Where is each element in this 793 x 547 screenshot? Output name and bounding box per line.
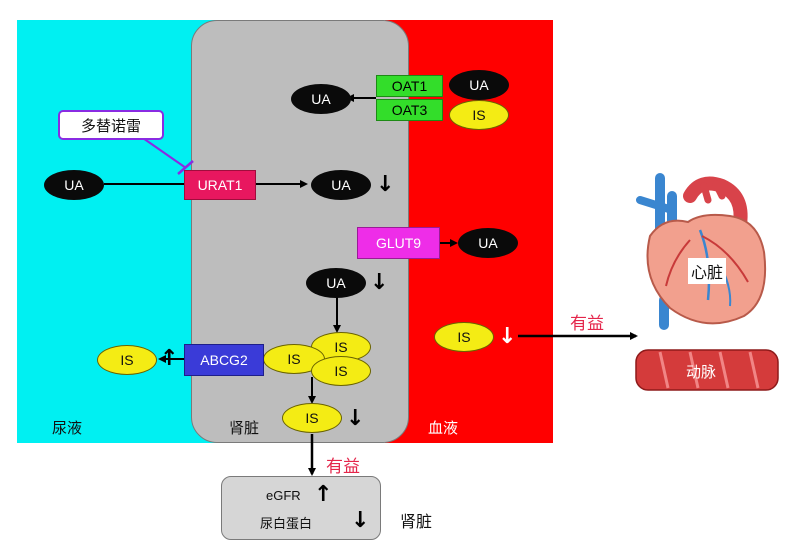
blood-is-top: IS bbox=[449, 100, 509, 130]
blood-is-decrease-icon: ↓ bbox=[498, 324, 517, 349]
proteinuria-decrease-icon: ↓ bbox=[351, 508, 370, 533]
kidney-is-cluster-bottom: IS bbox=[311, 356, 371, 386]
urat1-transporter: URAT1 bbox=[184, 170, 256, 200]
egfr-label: eGFR bbox=[266, 488, 301, 503]
drug-inhibition-bar bbox=[177, 160, 194, 175]
oat1-transporter: OAT1 bbox=[376, 75, 443, 97]
blood-is: IS bbox=[434, 322, 494, 352]
benefit-label-heart: 有益 bbox=[570, 314, 604, 334]
kidney-zone-label: 肾脏 bbox=[229, 419, 260, 437]
blood-zone-label: 血液 bbox=[428, 419, 459, 437]
urine-is-increase-icon: ↑ bbox=[160, 346, 179, 371]
urine-zone-label: 尿液 bbox=[52, 419, 83, 437]
egfr-increase-icon: ↑ bbox=[314, 482, 333, 507]
proteinuria-label: 尿白蛋白 bbox=[260, 517, 313, 532]
kidney-ua-after-urat1: UA bbox=[311, 170, 371, 200]
glut9-transporter: GLUT9 bbox=[357, 227, 440, 259]
kidney-ua-middle-decrease-icon: ↓ bbox=[370, 270, 389, 295]
kidney-ua-middle: UA bbox=[306, 268, 366, 298]
kidney-ua-decrease-icon: ↓ bbox=[376, 172, 395, 197]
kidney-organ-label: 肾脏 bbox=[400, 512, 433, 531]
kidney-is-lower: IS bbox=[282, 403, 342, 433]
artery-label: 动脉 bbox=[686, 363, 717, 381]
kidney-ua-from-oat: UA bbox=[291, 84, 351, 114]
heart-label: 心脏 bbox=[688, 258, 727, 284]
abcg2-transporter: ABCG2 bbox=[184, 344, 264, 376]
benefit-label-kidney: 有益 bbox=[326, 457, 360, 477]
blood-ua-after-glut9: UA bbox=[458, 228, 518, 258]
oat3-transporter: OAT3 bbox=[376, 99, 443, 121]
blood-ua-top: UA bbox=[449, 70, 509, 100]
urine-is: IS bbox=[97, 345, 157, 375]
urine-ua: UA bbox=[44, 170, 104, 200]
kidney-outcome-box bbox=[221, 476, 381, 540]
dotinurad-drug-box: 多替诺雷 bbox=[58, 110, 164, 140]
drug-inhibition-line bbox=[139, 135, 187, 169]
kidney-is-lower-decrease-icon: ↓ bbox=[346, 406, 365, 431]
